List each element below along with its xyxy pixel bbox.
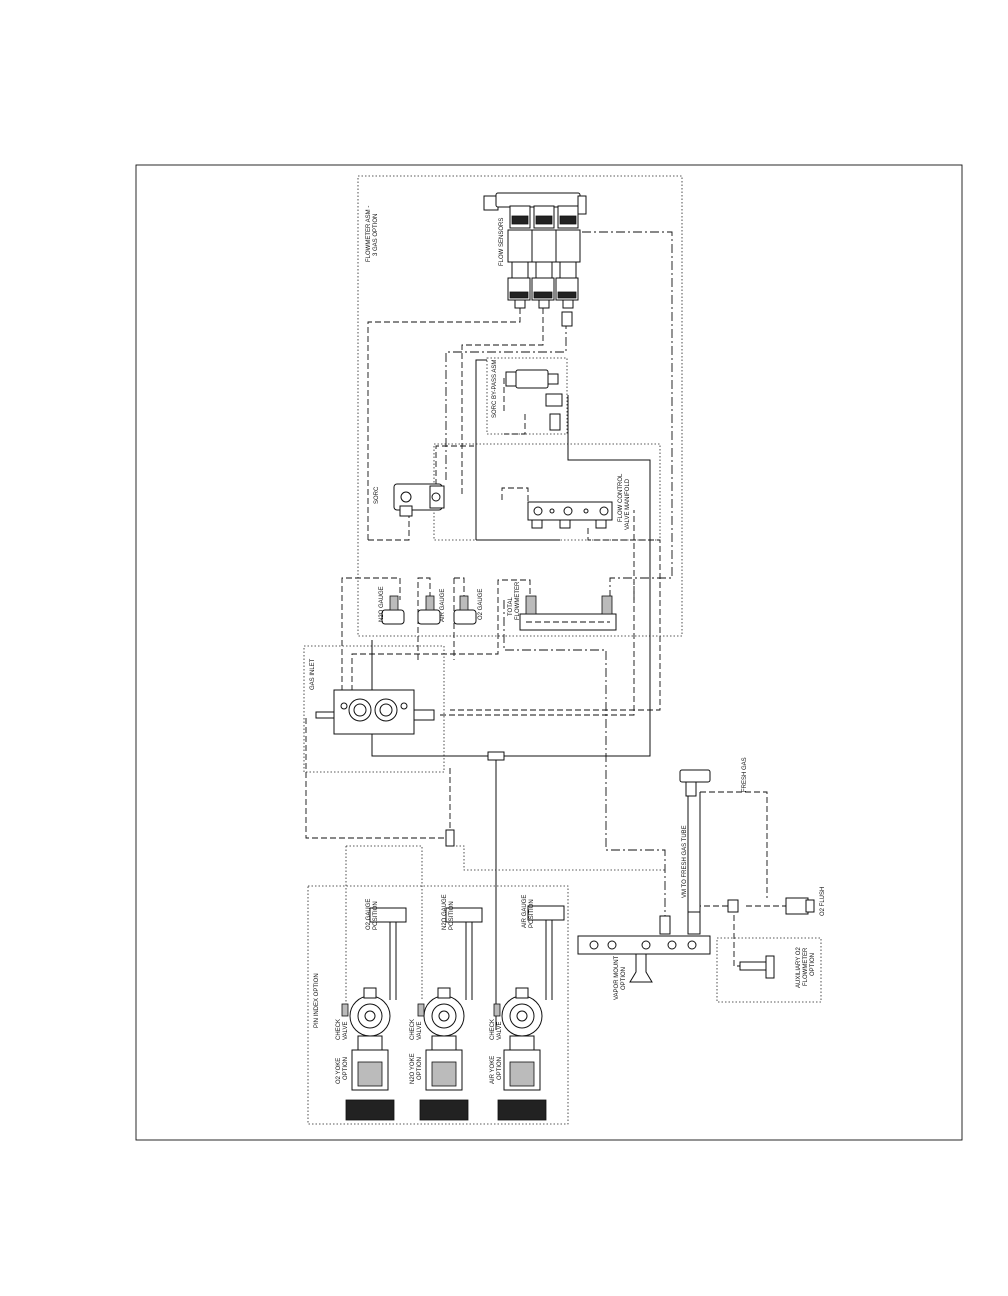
yoke-group-box xyxy=(307,885,569,1125)
label-aux-o2-1: AUXILIARY O2 xyxy=(796,947,802,988)
label-flowmeter-asm-2: 3 GAS OPTION xyxy=(373,214,379,256)
label-flow-control-1: FLOW CONTROL xyxy=(618,473,624,522)
flow-sensor-3 xyxy=(555,205,581,309)
gas-inlet-group-box xyxy=(303,645,445,773)
air-gauge xyxy=(417,595,441,625)
flowmeter-assembly xyxy=(483,192,587,327)
o2-flush-valve xyxy=(785,897,815,915)
label-sorc: SORC xyxy=(374,486,380,504)
n2o-yoke xyxy=(417,907,483,1121)
label-air-gauge-position-1: AIR GAUGE xyxy=(522,895,528,928)
label-fresh-gas: FRESH GAS xyxy=(742,757,748,792)
label-n2o-yoke-1: N2O YOKE xyxy=(410,1053,416,1084)
sorc-valve xyxy=(393,483,445,517)
label-n2o-gauge-position-1: N2O GAUGE xyxy=(442,894,448,930)
label-air-yoke-1: AIR YOKE xyxy=(490,1056,496,1084)
label-vapor-mount-1: VAPOR MOUNT xyxy=(614,955,620,1000)
label-air-yoke-2: OPTION xyxy=(497,1057,503,1080)
label-aux-o2-2: FLOWMETER xyxy=(803,947,809,986)
label-total-flowmeter-1: TOTAL xyxy=(508,597,514,616)
label-pin-index-option: PIN INDEX OPTION xyxy=(314,973,320,1028)
label-o2-gauge: O2 GAUGE xyxy=(478,589,484,620)
o2-gauge xyxy=(453,595,477,625)
flowmeter-group-box xyxy=(357,175,683,637)
label-o2-yoke-1: O2 YOKE xyxy=(336,1058,342,1084)
label-n2o-gauge: N2O GAUGE xyxy=(379,586,385,622)
label-check-valve-air-1: CHECK xyxy=(490,1019,496,1040)
label-total-flowmeter-2: FLOWMETER xyxy=(515,581,521,620)
gas-inlet-block xyxy=(315,689,435,735)
sorc-bypass-assembly xyxy=(505,369,563,431)
flow-sensor-1 xyxy=(507,205,533,309)
label-air-gauge: AIR GAUGE xyxy=(440,589,446,622)
diagram-labels: FLOWMETER ASM - 3 GAS OPTION FLOW SENSOR… xyxy=(310,206,826,1084)
label-check-valve-o2-2: VALVE xyxy=(343,1022,349,1040)
label-aux-o2-3: OPTION xyxy=(810,953,816,976)
label-gas-inlet: GAS INLET xyxy=(310,658,316,690)
total-flowmeter xyxy=(519,595,617,631)
label-check-valve-air-2: VALVE xyxy=(497,1022,503,1040)
label-n2o-gauge-position-2: POSITION xyxy=(449,901,455,930)
o2-yoke xyxy=(341,907,407,1121)
aux-o2-flowmeter xyxy=(739,955,775,979)
label-check-valve-n2o-2: VALVE xyxy=(417,1022,423,1040)
label-check-valve-o2-1: CHECK xyxy=(336,1019,342,1040)
label-o2-yoke-2: OPTION xyxy=(343,1057,349,1080)
outer-frame xyxy=(135,164,963,1141)
flow-sensor-2 xyxy=(531,205,557,309)
tee-fitting xyxy=(487,751,505,761)
gas-lines xyxy=(305,231,786,1030)
air-yoke xyxy=(493,905,565,1121)
label-check-valve-n2o-1: CHECK xyxy=(410,1019,416,1040)
n2o-gauge xyxy=(381,595,405,625)
label-vapor-mount-2: OPTION xyxy=(621,967,627,990)
vapor-mount xyxy=(577,911,711,983)
fresh-gas-outlet xyxy=(679,769,711,797)
label-sorc-bypass-asm: SORC BY-PASS ASM xyxy=(492,360,498,418)
label-flow-control-2: VALVE MANIFOLD xyxy=(625,478,631,530)
label-o2-gauge-position-1: O2 GAUGE xyxy=(366,899,372,930)
tee-fitting-2 xyxy=(727,899,739,913)
label-flow-sensors: FLOW SENSORS xyxy=(499,218,505,266)
label-vm-to-fresh-gas-tube: VM TO FRESH GAS TUBE xyxy=(682,825,688,898)
label-flowmeter-asm-1: FLOWMETER ASM - xyxy=(366,206,372,262)
label-n2o-yoke-2: OPTION xyxy=(417,1057,423,1080)
check-fitting xyxy=(445,829,455,847)
label-air-gauge-position-2: POSITION xyxy=(529,899,535,928)
label-o2-gauge-position-2: POSITION xyxy=(373,901,379,930)
flow-control-manifold xyxy=(527,501,613,529)
label-o2-flush: O2 FLUSH xyxy=(820,887,826,916)
sorc-bypass-group-box xyxy=(486,357,568,435)
